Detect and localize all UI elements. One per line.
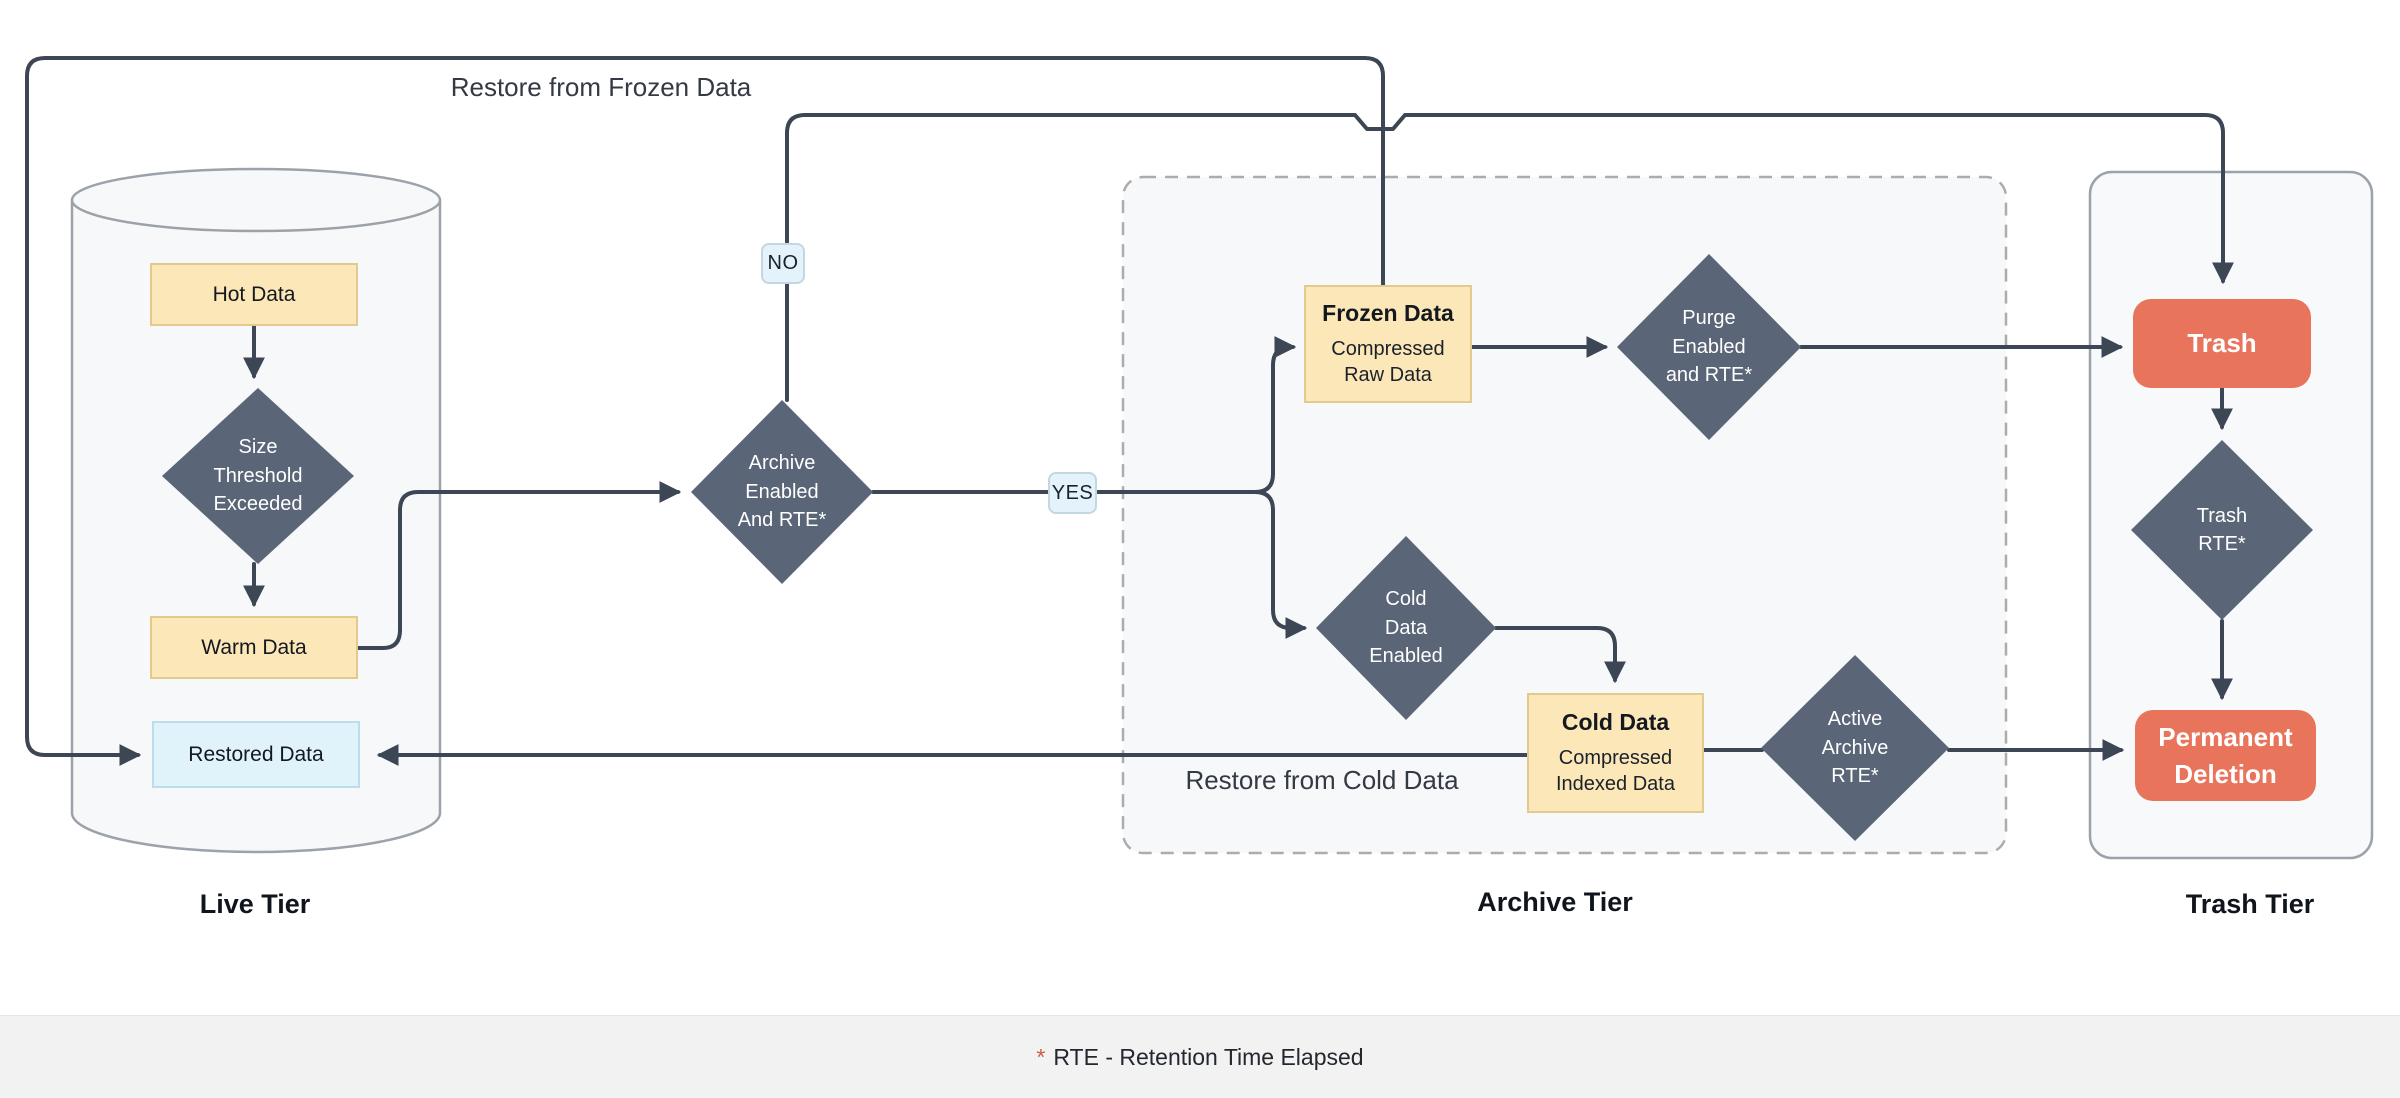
decision-diamonds — [162, 254, 2313, 841]
label-restore-from-cold: Restore from Cold Data — [1185, 764, 1459, 795]
connectors — [25, 56, 2234, 766]
tier-label-trash: Trash Tier — [2185, 888, 2315, 919]
node-cold-data-subtitle: Compressed Indexed Data — [1556, 746, 1675, 795]
node-frozen-data-title: Frozen Data — [1322, 299, 1454, 326]
node-restored-data: Restored Data — [152, 721, 360, 788]
node-trash-label: Trash — [2187, 328, 2257, 359]
cold-data-enabled-diamond — [1316, 536, 1496, 720]
node-hot-data: Hot Data — [150, 263, 358, 326]
node-cold-data: Cold Data Compressed Indexed Data — [1527, 693, 1704, 813]
tier-label-archive: Archive Tier — [1477, 886, 1633, 917]
node-trash: Trash — [2133, 299, 2311, 388]
tier-label-live: Live Tier — [199, 888, 311, 919]
edge-yes-to-frozen — [1253, 336, 1297, 494]
edge-label-no: NO — [761, 243, 805, 284]
node-warm-data-label: Warm Data — [201, 635, 307, 659]
active-archive-diamond — [1761, 655, 1949, 841]
edge-restore-from-frozen — [25, 56, 1385, 766]
footer-note-bar: * RTE - Retention Time Elapsed — [0, 1015, 2400, 1098]
footer-note-text: RTE - Retention Time Elapsed — [1053, 1044, 1364, 1070]
archive-enabled-diamond — [691, 400, 873, 584]
trash-rte-diamond — [2131, 440, 2313, 620]
footer-note-asterisk: * — [1036, 1044, 1046, 1070]
node-frozen-data-subtitle: Compressed Raw Data — [1331, 337, 1445, 386]
edge-coldenabled-to-cold — [1494, 626, 1626, 684]
node-permanent-deletion: Permanent Deletion — [2135, 710, 2316, 801]
edge-yes-to-cold-enabled — [1253, 490, 1308, 639]
node-restored-data-label: Restored Data — [188, 742, 324, 766]
node-cold-data-title: Cold Data — [1561, 708, 1670, 735]
label-restore-from-frozen: Restore from Frozen Data — [450, 71, 752, 102]
node-hot-data-label: Hot Data — [212, 282, 296, 306]
size-threshold-diamond — [162, 388, 354, 564]
edge-warm-to-archive-enabled — [355, 481, 682, 650]
node-warm-data: Warm Data — [150, 616, 358, 679]
edge-label-yes: YES — [1048, 472, 1097, 514]
purge-enabled-diamond — [1617, 254, 1801, 440]
edge-no-to-trash — [785, 113, 2234, 402]
node-frozen-data: Frozen Data Compressed Raw Data — [1304, 285, 1472, 403]
